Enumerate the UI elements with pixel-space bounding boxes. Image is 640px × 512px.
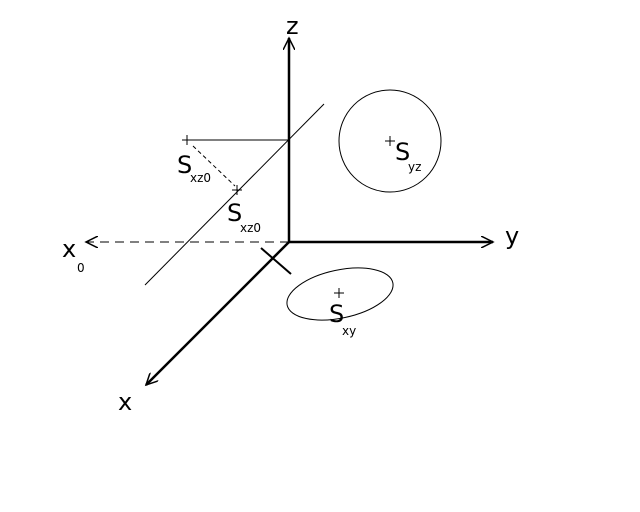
oblique-plane-line <box>144 103 325 286</box>
s-xy-subscript: xy <box>342 324 356 338</box>
point-marker-s-xz0-lower <box>232 185 242 195</box>
x0-axis-subscript: 0 <box>77 261 85 275</box>
s-yz-subscript: yz <box>408 160 421 174</box>
s-yz-label: S <box>395 138 410 166</box>
s-xz0-upper-label: S <box>177 151 192 179</box>
s-xz0-upper-subscript: xz0 <box>190 171 211 185</box>
xy-ellipse <box>286 267 394 321</box>
point-marker-s-xz0-upper <box>182 135 192 145</box>
point-marker-s-yz <box>385 136 395 146</box>
s-xz0-lower-label: S <box>227 199 242 227</box>
s-xy-label: S <box>329 300 344 328</box>
z-axis-label: z <box>286 12 299 40</box>
point-marker-s-xy <box>334 288 344 298</box>
x-axis-tick <box>260 247 292 275</box>
x-axis <box>146 241 290 385</box>
x-axis-label: x <box>118 388 132 416</box>
y-axis-label: y <box>505 222 519 250</box>
s-xz0-lower-subscript: xz0 <box>240 221 261 235</box>
yz-circle <box>338 89 442 193</box>
projection-line-dashed <box>192 145 236 187</box>
x0-axis-label: x <box>62 235 76 263</box>
